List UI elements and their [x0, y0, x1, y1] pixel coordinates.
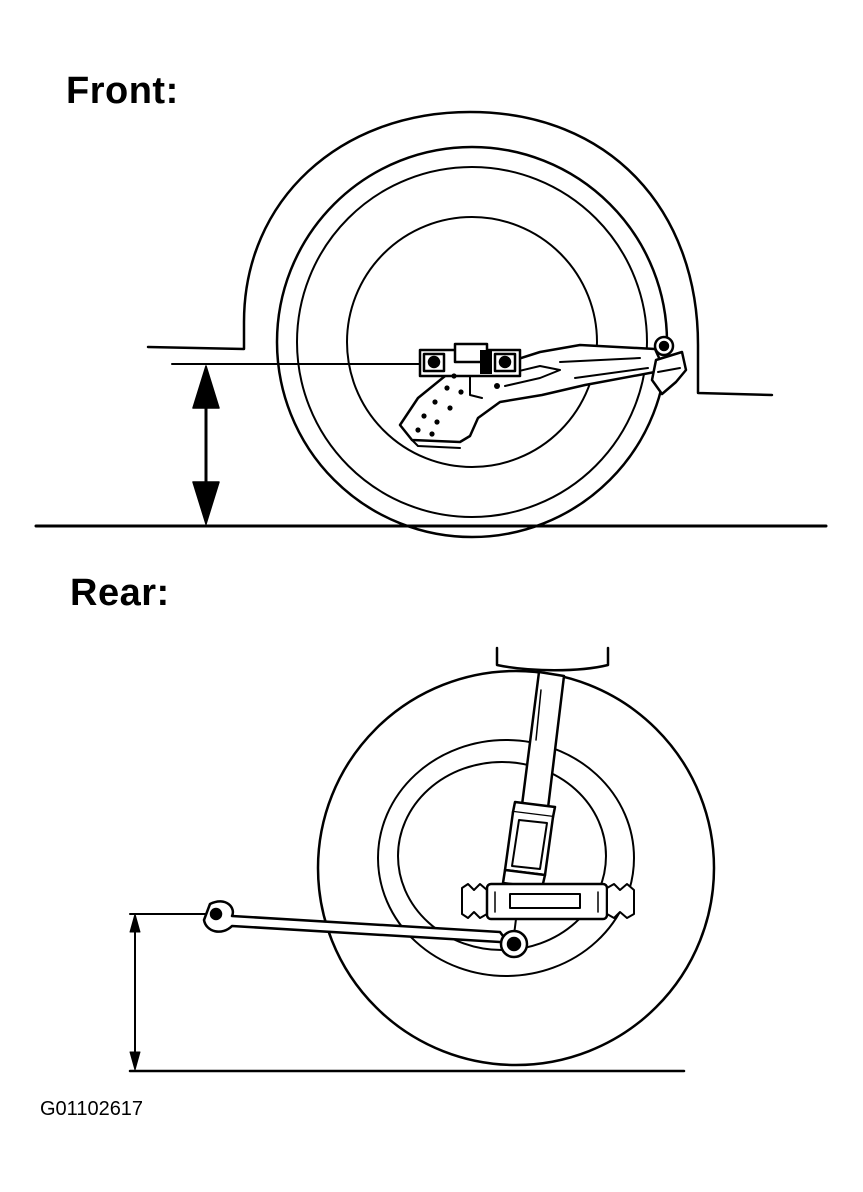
figure-code: G01102617 [40, 1098, 144, 1120]
front-wheel-rim [347, 217, 597, 467]
front-arm-holes [415, 373, 500, 437]
front-view [36, 112, 826, 537]
rear-wheel-rim [398, 762, 606, 950]
rear-view [130, 648, 714, 1071]
rear-axle-hub [462, 884, 634, 935]
front-tire-inner [297, 167, 647, 517]
rear-heading: Rear: [70, 572, 170, 614]
front-heading: Front: [66, 70, 179, 112]
rear-height-measurement [130, 914, 206, 1070]
front-mount-bracket [420, 344, 520, 398]
front-tire-outer [277, 147, 667, 537]
rear-trailing-link [204, 901, 527, 957]
rear-upper-mount [497, 648, 608, 670]
front-fender [148, 112, 772, 395]
front-height-arrow [193, 366, 219, 524]
front-ball-joint [652, 337, 686, 394]
rear-shock-absorber [503, 672, 564, 888]
rear-tire-inner [378, 740, 634, 976]
rear-tire-outer [318, 671, 714, 1065]
